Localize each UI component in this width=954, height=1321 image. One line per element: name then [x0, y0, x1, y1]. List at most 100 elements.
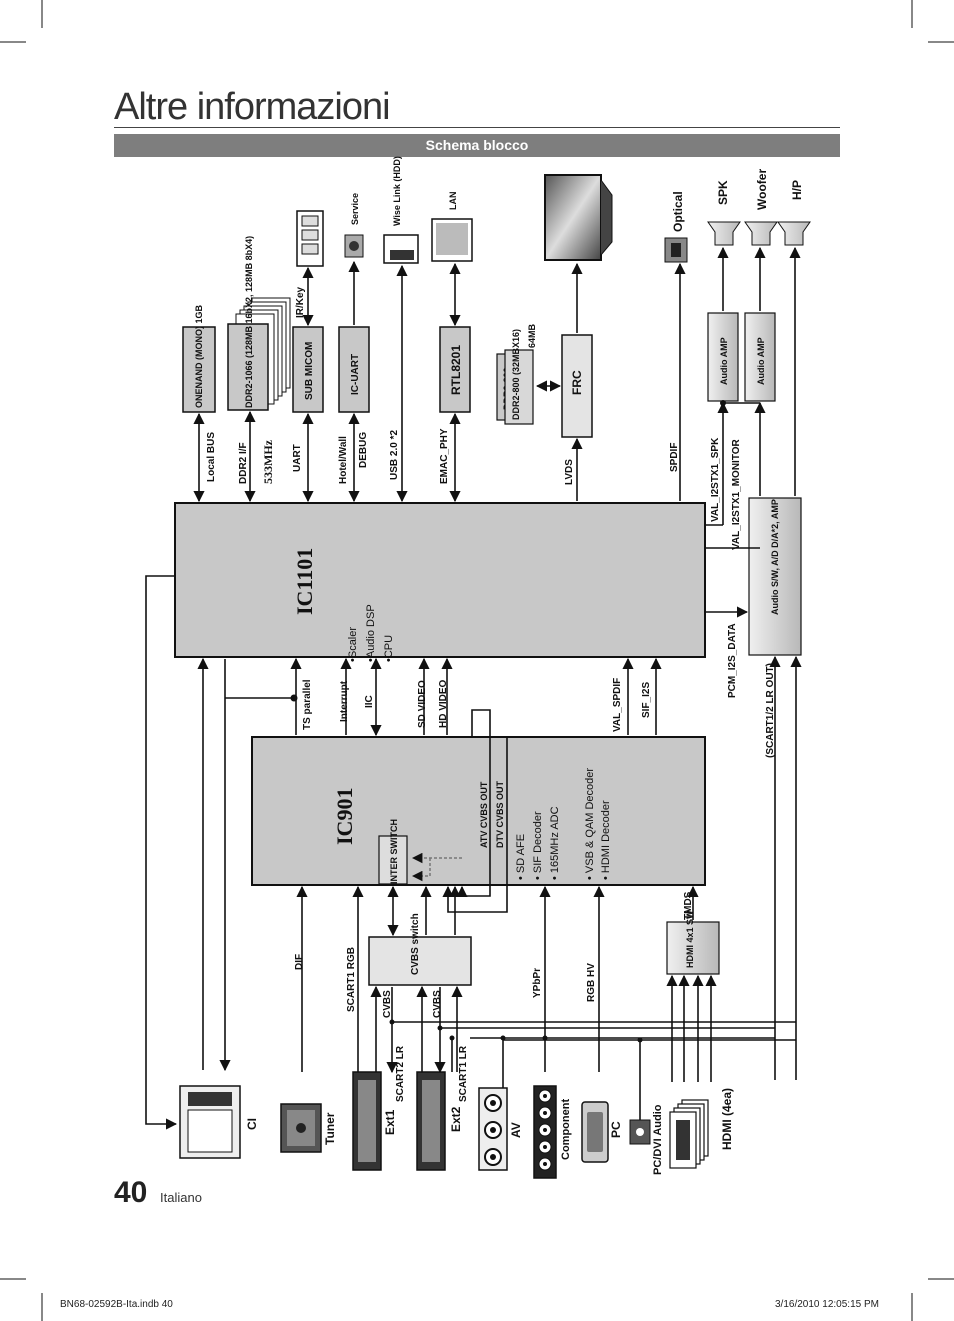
pc-audio-jack-icon — [629, 1119, 651, 1145]
svg-text:FRC: FRC — [570, 370, 584, 395]
iic-label: IIC — [364, 695, 375, 708]
ts-parallel-label: TS parallel — [302, 679, 313, 730]
mhz-label: 533MHz — [261, 439, 275, 484]
page-language: Italiano — [160, 1190, 202, 1205]
dif-label: DIF — [294, 954, 305, 970]
cvbs-label-1: CVBS — [382, 990, 393, 1018]
ic901-feature-3: • 165MHz ADC — [549, 806, 561, 880]
svg-text:RTL8201: RTL8201 — [449, 345, 463, 395]
print-date-info: 3/16/2010 12:05:15 PM — [775, 1299, 879, 1310]
page-title: Altre informazioni — [114, 86, 391, 128]
hdmi-switch-block: HDMI 4x1 SW — [666, 910, 720, 975]
middle-bus-lines — [145, 575, 662, 1130]
ext2-scart-icon — [416, 1071, 446, 1171]
speaker-icon — [707, 221, 741, 246]
hp-label: H/P — [790, 180, 804, 200]
ci-label: CI — [245, 1118, 259, 1130]
svg-text:SUB MICOM: SUB MICOM — [304, 342, 315, 400]
pc-label: PC — [609, 1121, 623, 1138]
pc-vga-icon — [581, 1101, 609, 1163]
optical-label: Optical — [671, 191, 685, 232]
lan-label: LAN — [448, 192, 458, 211]
ic901-label: IC901 — [332, 788, 357, 845]
audio-codec-block: Audio S/W, A/D D/A*2, AMP — [748, 497, 802, 656]
ypbpr-label: YPbPr — [532, 968, 543, 998]
sd-video-label: SD VIDEO — [417, 680, 428, 728]
ic1101-feature-1: •Scaler — [347, 627, 359, 662]
ic1101-feature-2: •Audio DSP — [365, 604, 377, 662]
service-label: Service — [350, 193, 360, 225]
hdmi-port-icon — [669, 1099, 709, 1169]
interrupt-label: Interrupt — [339, 680, 350, 722]
svg-text:Audio AMP: Audio AMP — [756, 337, 766, 385]
local-bus-label: Local BUS — [206, 432, 217, 482]
ic901-feature-2: • SIF Decoder — [532, 811, 544, 880]
optical-port-icon — [664, 237, 688, 263]
rtl8201-block: RTL8201 — [439, 326, 471, 413]
ddr2-frc-block: DDR2-800 DDR2-800 (32MBX16) 64MB — [496, 323, 537, 425]
ddr2-main-block: DDR2-1066 (128MB 16bX2, 128MB 8bX4) — [227, 236, 291, 411]
dtv-cvbs-out-label: DTV CVBS OUT — [495, 780, 505, 848]
scart2-lr-label: SCART2 LR — [395, 1045, 406, 1102]
usb-label: USB 2.0 *2 — [389, 430, 400, 480]
val-spdif-label: VAL_SPDIF — [612, 678, 623, 732]
woofer-label: Woofer — [755, 169, 769, 210]
ir-key-label: IR/Key — [295, 286, 306, 318]
ci-slot-icon — [179, 1085, 241, 1159]
ext1-scart-icon — [352, 1071, 382, 1171]
tmds-label: TMDS — [683, 891, 694, 920]
scart1-rgb-label: SCART1 RGB — [346, 947, 357, 1012]
audio-input-lines — [769, 655, 802, 1080]
wiselink-label: Wise Link (HDD) — [392, 156, 402, 226]
component-label: Component — [560, 1099, 572, 1160]
hdmi-label: HDMI (4ea) — [720, 1088, 734, 1150]
title-divider — [114, 127, 840, 128]
hd-video-label: HD VIDEO — [438, 679, 449, 728]
svg-text:ONENAND (MONO) 1GB: ONENAND (MONO) 1GB — [194, 305, 204, 408]
cvbs-label-2: CVBS — [432, 990, 443, 1018]
hotel-wall-label: Hotel/Wall — [338, 436, 349, 484]
tuner-label: Tuner — [323, 1112, 337, 1145]
ic901-feature-4: • VSB & QAM Decoder — [584, 768, 596, 880]
av-label: AV — [509, 1122, 523, 1138]
frc-block: FRC — [561, 334, 593, 438]
uart-label: UART — [292, 444, 303, 472]
print-file-info: BN68-02592B-Ita.indb 40 — [60, 1299, 173, 1310]
page-number: 40 — [114, 1176, 148, 1209]
component-rca-icon — [533, 1085, 557, 1179]
ic901-chip: IC901 INTER SWITCH ATV CVBS OUT DTV CVBS… — [251, 736, 706, 886]
lan-port-icon — [431, 218, 473, 262]
service-port-icon — [344, 234, 364, 258]
svg-text:IC-UART: IC-UART — [350, 354, 361, 395]
svg-text:Audio S/W, A/D D/A*2, AMP: Audio S/W, A/D D/A*2, AMP — [770, 499, 780, 615]
headphone-icon — [777, 221, 811, 246]
svg-text:Audio AMP: Audio AMP — [719, 337, 729, 385]
spdif-label: SPDIF — [669, 443, 680, 472]
rgb-hv-label: RGB HV — [586, 963, 597, 1002]
section-header: Schema blocco — [114, 134, 840, 157]
audio-amp-1-block: Audio AMP — [707, 312, 739, 402]
scart1-lr-label: SCART1 LR — [458, 1045, 469, 1102]
atv-cvbs-out-label: ATV CVBS OUT — [479, 781, 489, 848]
svg-text:HDMI 4x1 SW: HDMI 4x1 SW — [685, 910, 695, 968]
usb-hdd-icon — [383, 234, 419, 264]
top-bus-lines — [193, 246, 801, 618]
pcm-data-label: PCM_I2S_DATA — [727, 623, 738, 698]
pc-dvi-audio-label: PC/DVI Audio — [652, 1104, 664, 1175]
val-monitor-label: VAL_I2STX1_MONITOR — [731, 438, 742, 550]
lower-lines — [296, 885, 796, 1120]
ic-uart-block: IC-UART — [338, 326, 370, 413]
debug-label: DEBUG — [358, 432, 369, 468]
lvds-label: LVDS — [564, 459, 575, 485]
ir-key-icon — [296, 210, 324, 267]
ic901-feature-5: • HDMI Decoder — [600, 800, 612, 880]
ic1101-label: IC1101 — [292, 548, 317, 615]
svg-text:DDR2-800 (32MBX16): DDR2-800 (32MBX16) — [511, 329, 521, 420]
ext1-label: Ext1 — [383, 1109, 397, 1135]
sif-i2s-label: SIF_I2S — [641, 682, 652, 718]
emac-label: EMAC_PHY — [439, 428, 450, 484]
sub-micom-block: SUB MICOM — [292, 326, 324, 413]
ddr2-if-label: DDR2 I/F — [238, 442, 249, 484]
